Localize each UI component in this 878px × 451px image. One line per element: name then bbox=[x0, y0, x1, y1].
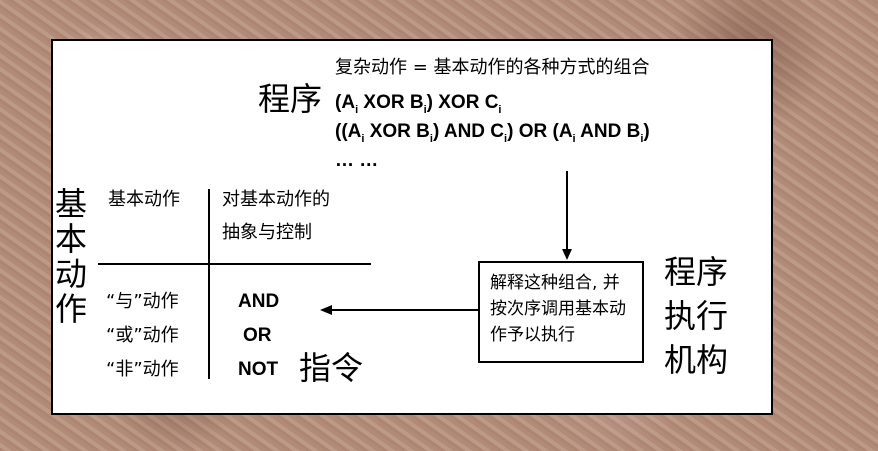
expr2-part: ) AND C bbox=[432, 121, 505, 142]
table-horizontal-line bbox=[98, 263, 371, 265]
executor-box-line: 解释这种组合, 并 bbox=[490, 273, 620, 293]
title-char: 本 bbox=[55, 220, 88, 258]
instr-not: NOT bbox=[238, 359, 279, 380]
expr2-part: ((A bbox=[335, 121, 362, 142]
col2-header-line2: 抽象与控制 bbox=[222, 222, 312, 243]
basic-actions-title: 基 本 动 作 bbox=[55, 187, 89, 327]
down-arrow bbox=[562, 171, 572, 260]
expr1-sub: i bbox=[423, 103, 427, 116]
executor-label-line: 程序 bbox=[664, 253, 729, 291]
executor-label-line: 机构 bbox=[664, 341, 729, 379]
expr2-sub: i bbox=[504, 132, 508, 145]
executor-label-line: 执行 bbox=[664, 297, 729, 335]
row-not-action: “非”动作 bbox=[106, 359, 179, 380]
row-and-action: “与”动作 bbox=[106, 291, 179, 312]
title-char: 作 bbox=[55, 290, 88, 328]
expr2-part: ) OR (A bbox=[507, 121, 573, 142]
table-vertical-line bbox=[208, 189, 210, 379]
row-or-action: “或”动作 bbox=[106, 325, 179, 346]
expr1-sub: i bbox=[355, 103, 359, 116]
expr2-part: XOR B bbox=[364, 121, 430, 142]
executor-label: 程序 执行 机构 bbox=[664, 250, 728, 382]
expr2-sub: i bbox=[361, 132, 365, 145]
instr-and: AND bbox=[238, 291, 280, 312]
complex-action-header: 复杂动作 = 基本动作的各种方式的组合 bbox=[335, 57, 650, 78]
title-char: 基 bbox=[55, 185, 88, 223]
executor-box-line: 作予以执行 bbox=[490, 325, 575, 345]
diagram-panel: 程序 复杂动作 = 基本动作的各种方式的组合 (Ai XOR Bi) XOR C… bbox=[51, 39, 773, 415]
expr1-part: ) XOR C bbox=[426, 92, 499, 113]
expr2-sub: i bbox=[572, 132, 576, 145]
expr1-sub: i bbox=[498, 103, 502, 116]
expr2-sub: i bbox=[640, 132, 644, 145]
program-label: 程序 bbox=[258, 80, 323, 118]
instr-or: OR bbox=[243, 325, 272, 346]
col1-header: 基本动作 bbox=[108, 189, 180, 210]
executor-box-line: 按次序调用基本动 bbox=[490, 299, 626, 319]
title-char: 动 bbox=[55, 255, 88, 293]
expression-2: ((Ai XOR Bi) AND Ci) OR (Ai AND Bi) bbox=[335, 122, 650, 145]
col2-header-line1: 对基本动作的 bbox=[222, 189, 330, 210]
left-arrow bbox=[320, 305, 478, 315]
expr2-sub: i bbox=[429, 132, 433, 145]
expr2-part: ) bbox=[643, 121, 650, 142]
expr2-part: AND B bbox=[575, 121, 641, 142]
expression-1: (Ai XOR Bi) XOR Ci bbox=[335, 93, 501, 116]
ellipsis: … … bbox=[335, 150, 379, 171]
expr1-part: XOR B bbox=[358, 92, 424, 113]
executor-box: 解释这种组合, 并 按次序调用基本动 作予以执行 bbox=[478, 261, 644, 363]
expr1-part: (A bbox=[335, 92, 356, 113]
instruction-label: 指令 bbox=[299, 349, 364, 387]
